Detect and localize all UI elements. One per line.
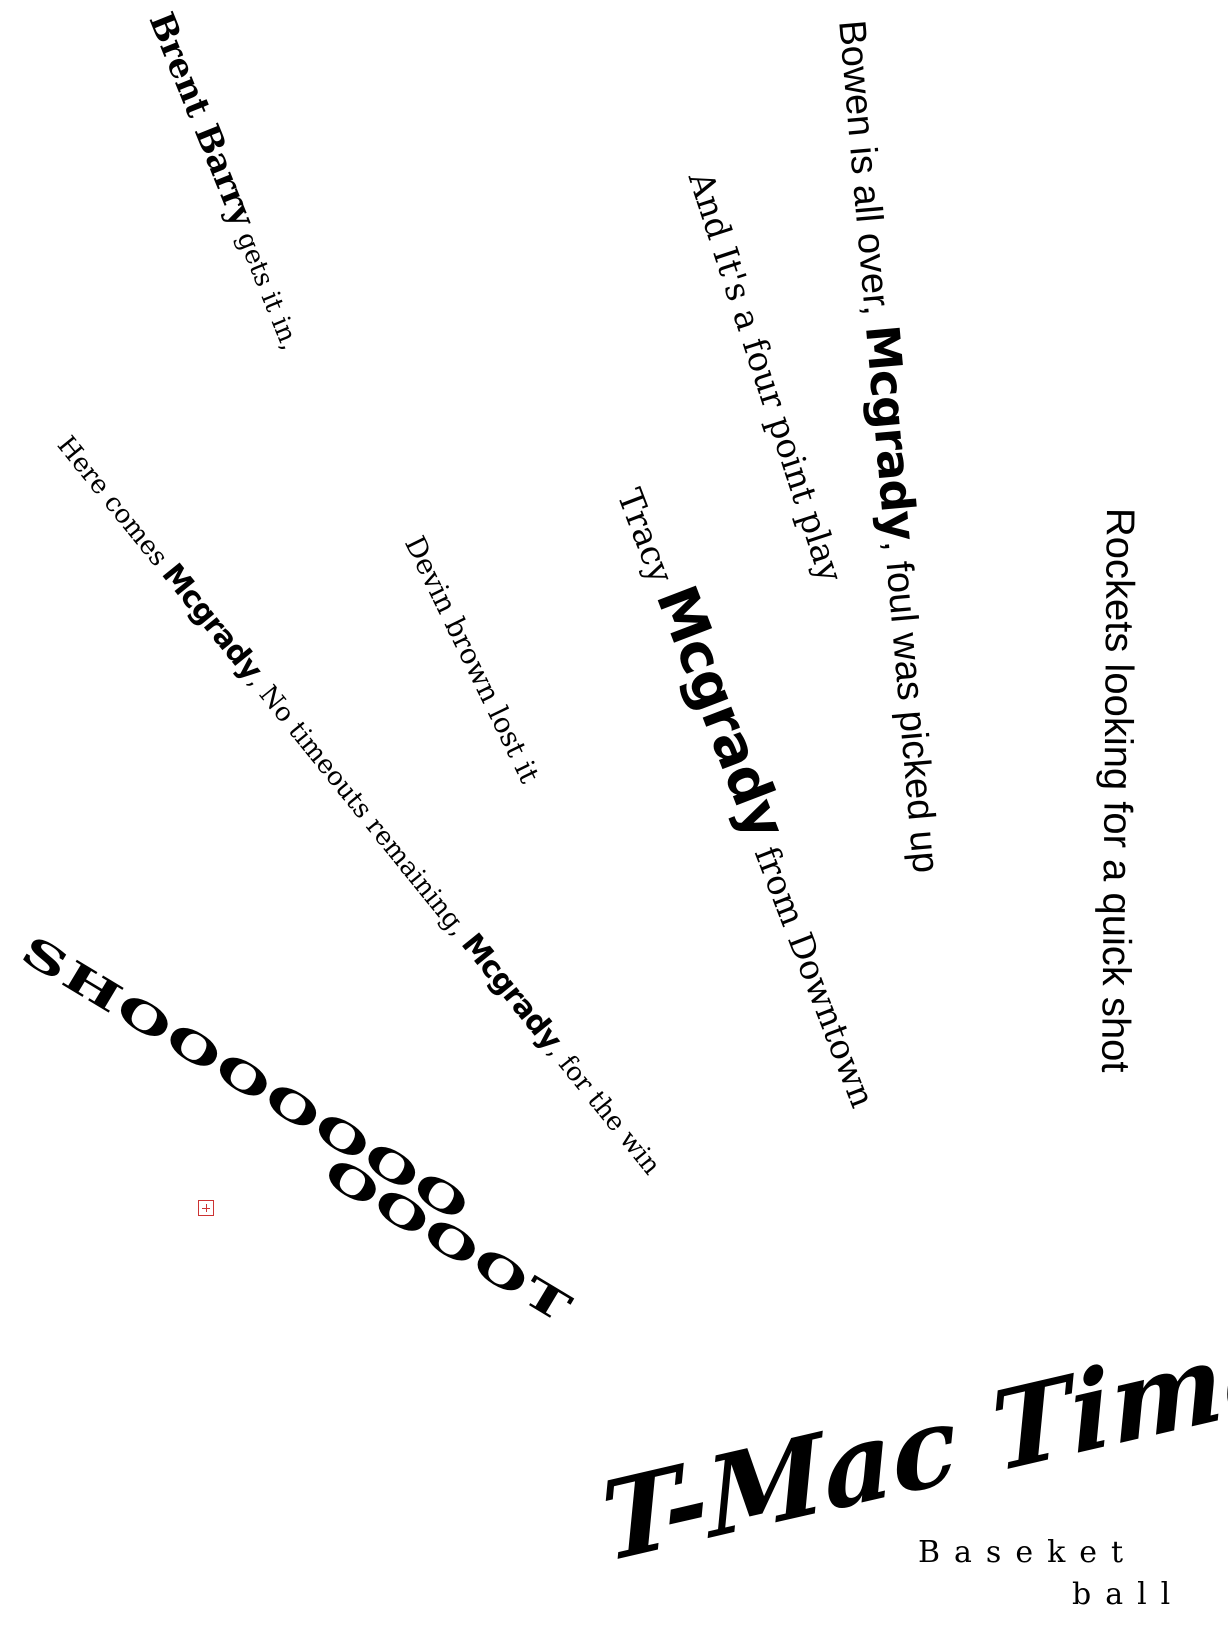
line-brent-barry-rest: gets it in, bbox=[227, 220, 306, 355]
line-here-comes-pre: Here comes bbox=[50, 430, 179, 579]
subtitle-baseket: Baseket bbox=[918, 1535, 1138, 1570]
line-four-point-play: And It's a four point play bbox=[679, 167, 851, 587]
line-tracy: Tracy Mcgrady from Downtown bbox=[608, 478, 897, 1114]
line-tracy-pre: Tracy bbox=[608, 483, 685, 599]
line-bowen-post: , foul was picked up bbox=[875, 538, 947, 875]
subtitle-ball: ball bbox=[1072, 1577, 1185, 1612]
line-brent-barry: Brent Barry gets it in, bbox=[140, 6, 309, 355]
line-devin-brown: Devin brown lost it bbox=[398, 530, 547, 789]
line-here-comes: Here comes Mcgrady, No timeouts remainin… bbox=[50, 430, 667, 1181]
line-rockets: Rockets looking for a quick shot bbox=[1093, 507, 1142, 1073]
line-tracy-post: from Downtown bbox=[742, 830, 883, 1114]
player-name-brent-barry: Brent Barry bbox=[140, 6, 263, 233]
shoot-line-1: SHOOOOOOO bbox=[12, 926, 479, 1232]
line-here-comes-mid: , No timeouts remaining, bbox=[242, 667, 479, 949]
expand-plus-icon[interactable] bbox=[198, 1200, 214, 1216]
line-bowen: Bowen is all over, Mcgrady, foul was pic… bbox=[830, 18, 952, 875]
player-name-mcgrady: Mcgrady bbox=[854, 322, 928, 543]
line-bowen-pre: Bowen is all over, bbox=[830, 18, 899, 328]
player-name-mcgrady: Mcgrady bbox=[154, 557, 269, 687]
player-name-mcgrady: Mcgrady bbox=[642, 577, 799, 848]
line-here-comes-post: , for the win bbox=[541, 1036, 667, 1181]
player-name-mcgrady: Mcgrady bbox=[454, 926, 569, 1057]
